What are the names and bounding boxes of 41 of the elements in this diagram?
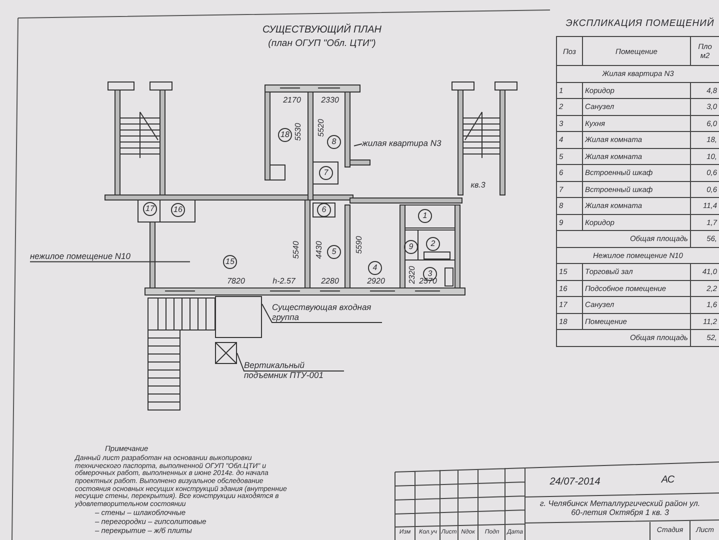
title-block-text: 24/07-2014 (550, 476, 600, 488)
dimension-text: 2170 (283, 96, 301, 106)
plan-title: СУЩЕСТВУЮЩИЙ ПЛАН (262, 24, 382, 36)
leader-text: нежилое помещение N10 (30, 252, 155, 262)
room-number: 18 (278, 128, 292, 142)
dimension-text: кв.3 (470, 182, 486, 190)
room-number: 4 (368, 261, 382, 275)
entrance-area (215, 296, 262, 338)
room-number: 9 (404, 240, 418, 254)
dimension-text: 4430 (316, 241, 324, 259)
lift-platform (215, 342, 237, 364)
dimension-text: h-2.57 (272, 278, 296, 286)
leader-text: Существующая входная группа (272, 303, 382, 323)
dimension-text: 5520 (318, 119, 326, 137)
title-block-text: г. Челябинск Металлургический район ул. 60-летия Октября 1 кв. 3 (538, 500, 702, 518)
room-number: 15 (223, 255, 237, 269)
leader-line (30, 261, 190, 262)
dimension-text: 2570 (419, 278, 437, 286)
dimension-text: 5540 (292, 241, 302, 259)
room-number: 7 (319, 166, 333, 180)
plan-subtitle: (план ОГУП "Обл. ЦТИ") (268, 38, 376, 50)
dimension-text: 7820 (227, 278, 245, 286)
room-number: 2 (426, 237, 440, 251)
dimension-text: 2320 (408, 266, 418, 284)
dimension-text: 2330 (321, 96, 339, 106)
dimension-text: 5530 (294, 123, 304, 141)
leader-line (236, 352, 344, 372)
dimension-text: 2280 (321, 278, 339, 286)
leader-line (354, 143, 362, 146)
leader-text: Вертикальный подъемник ПТУ-001 (244, 361, 344, 381)
table-title: ЭКСПЛИКАЦИЯ ПОМЕЩЕНИЙ (566, 18, 714, 30)
leader-text: жилая квартира N3 (362, 139, 452, 149)
title-block-text: АС (661, 474, 675, 486)
room-number: 8 (327, 135, 341, 149)
room-number: 16 (171, 203, 185, 217)
dimension-text: 2920 (367, 278, 385, 286)
room-number: 1 (418, 209, 432, 223)
dimension-text: 5590 (356, 236, 364, 254)
room-number: 17 (143, 202, 157, 216)
room-number: 5 (327, 245, 341, 259)
room-number: 6 (317, 203, 331, 217)
